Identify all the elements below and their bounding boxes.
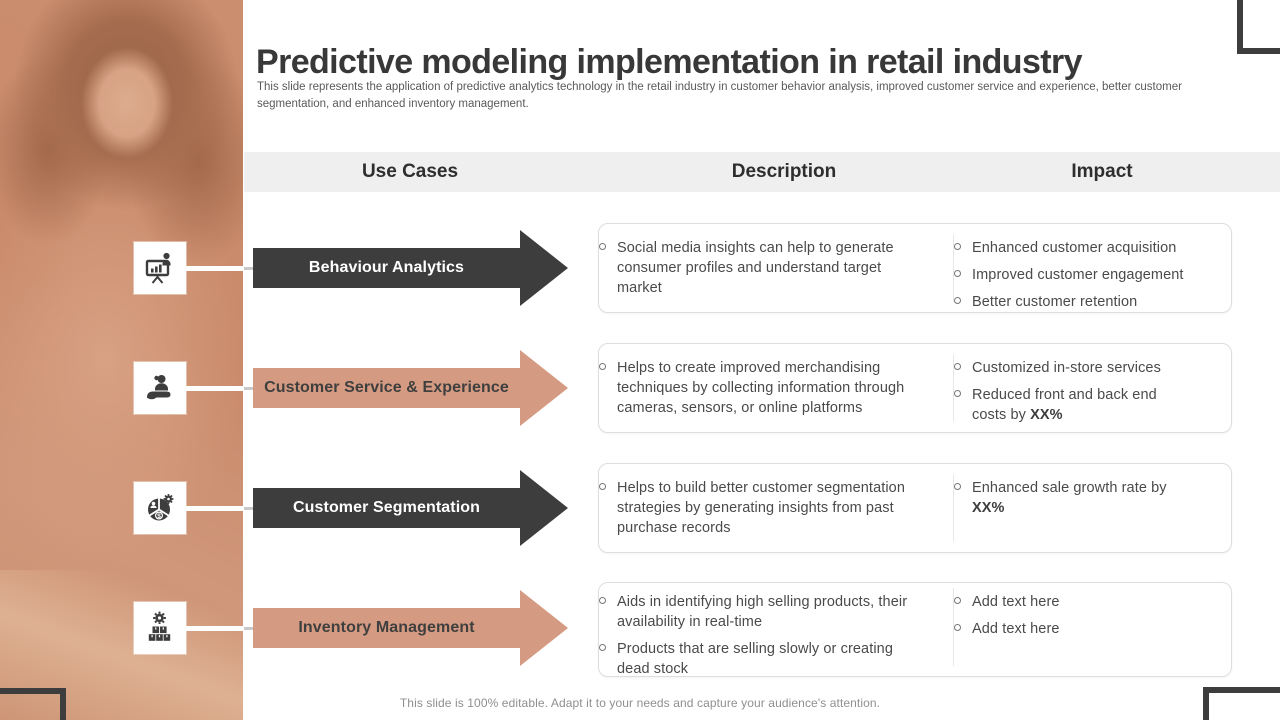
list-item: Reduced front and back end costs by XX% — [954, 385, 1231, 425]
bullet-icon — [599, 597, 606, 604]
bullet-icon — [954, 243, 961, 250]
impact-list: Enhanced customer acquisition Improved c… — [954, 238, 1231, 310]
impact-list: Customized in-store services Reduced fro… — [954, 358, 1231, 424]
table-row: Inventory Management Aids in identifying… — [0, 568, 1280, 688]
list-item: Products that are selling slowly or crea… — [599, 639, 953, 679]
column-header-description: Description — [731, 161, 837, 182]
connector-dash — [244, 626, 253, 630]
arrow-tip — [520, 350, 568, 426]
bullet-icon — [599, 243, 606, 250]
bullet-icon — [599, 483, 606, 490]
inventory-boxes-gear-icon — [148, 611, 171, 641]
frame-bracket-top-right — [1237, 0, 1280, 54]
connector-line — [158, 265, 246, 271]
customer-care-hand-icon — [147, 375, 171, 400]
woman-photo-panel — [0, 0, 243, 720]
card-divider — [953, 588, 954, 666]
list-item[interactable]: Add text here — [954, 592, 1231, 612]
list-item: Customized in-store services — [954, 358, 1231, 378]
row-card: Social media insights can help to genera… — [598, 223, 1232, 313]
bullet-icon — [954, 270, 961, 277]
connector-line — [158, 505, 246, 511]
table-row: $ Customer Segmentati — [0, 448, 1280, 568]
list-item: Social media insights can help to genera… — [599, 238, 953, 298]
footer-note: This slide is 100% editable. Adapt it to… — [399, 696, 881, 710]
connector-line — [158, 385, 246, 391]
add-text-placeholder: Add text here — [972, 621, 1060, 637]
row-card: Helps to create improved merchandising t… — [598, 343, 1232, 433]
bullet-icon — [954, 483, 961, 490]
description-list: Helps to build better customer segmentat… — [599, 478, 953, 544]
card-divider — [953, 234, 954, 302]
use-case-label: Inventory Management — [298, 619, 475, 636]
list-item: Improved customer engagement — [954, 265, 1231, 285]
list-item: Enhanced customer acquisition — [954, 238, 1231, 258]
bullet-icon — [599, 644, 606, 651]
frame-bracket-bottom-left — [0, 688, 66, 720]
add-text-placeholder: Add text here — [972, 594, 1060, 610]
connector-dash — [244, 506, 253, 510]
description-list: Helps to create improved merchandising t… — [599, 358, 953, 424]
use-case-label: Customer Service & Experience — [264, 379, 509, 396]
connector-dash — [244, 386, 253, 390]
description-list: Aids in identifying high selling product… — [599, 592, 953, 677]
arrow-tip — [520, 470, 568, 546]
use-case-icon-box — [134, 242, 186, 294]
table-row: Behaviour Analytics Social media insight… — [0, 208, 1280, 328]
use-case-label: Customer Segmentation — [292, 499, 480, 516]
connector-dash — [244, 266, 253, 270]
impact-list: Enhanced sale growth rate by XX% — [954, 478, 1231, 544]
slide-subtitle: This slide represents the application of… — [257, 80, 1182, 110]
list-item: Aids in identifying high selling product… — [599, 592, 953, 632]
connector-line — [158, 625, 246, 631]
table-row: Customer Service & Experience Helps to c… — [0, 328, 1280, 448]
list-item[interactable]: Add text here — [954, 619, 1231, 639]
arrow-tip — [520, 230, 568, 306]
column-header-impact: Impact — [1071, 161, 1133, 182]
row-card: Aids in identifying high selling product… — [598, 582, 1232, 677]
use-case-icon-box — [134, 602, 186, 654]
list-item: Helps to create improved merchandising t… — [599, 358, 953, 418]
column-header-use-cases: Use Cases — [361, 161, 459, 182]
use-case-arrow: Customer Segmentation — [253, 488, 520, 528]
presentation-analytics-icon — [145, 252, 171, 284]
desk-area — [0, 570, 243, 720]
bullet-icon — [954, 597, 961, 604]
bullet-icon — [954, 297, 961, 304]
table-header-band: Use Cases Description Impact — [244, 152, 1280, 192]
card-divider — [953, 474, 954, 542]
bullet-icon — [954, 390, 961, 397]
customer-segmentation-pie-icon: $ — [148, 494, 174, 521]
bullet-icon — [954, 624, 961, 631]
use-case-arrow: Inventory Management — [253, 608, 520, 648]
list-item: Enhanced sale growth rate by XX% — [954, 478, 1231, 518]
bullet-icon — [954, 363, 961, 370]
impact-list: Add text here Add text here — [954, 592, 1231, 668]
card-divider — [953, 354, 954, 422]
frame-bracket-bottom-right — [1203, 687, 1280, 720]
use-case-arrow: Behaviour Analytics — [253, 248, 520, 288]
arrow-tip — [520, 590, 568, 666]
use-case-label: Behaviour Analytics — [308, 259, 465, 276]
bullet-icon — [599, 363, 606, 370]
slide-title: Predictive modeling implementation in re… — [256, 42, 1083, 81]
use-case-icon-box — [134, 362, 186, 414]
use-case-icon-box: $ — [134, 482, 186, 534]
table-rows: Behaviour Analytics Social media insight… — [0, 208, 1280, 688]
use-case-arrow: Customer Service & Experience — [253, 368, 520, 408]
svg-text:$: $ — [157, 513, 161, 520]
description-list: Social media insights can help to genera… — [599, 238, 953, 304]
list-item: Helps to build better customer segmentat… — [599, 478, 953, 538]
row-card: Helps to build better customer segmentat… — [598, 463, 1232, 553]
list-item: Better customer retention — [954, 292, 1231, 312]
